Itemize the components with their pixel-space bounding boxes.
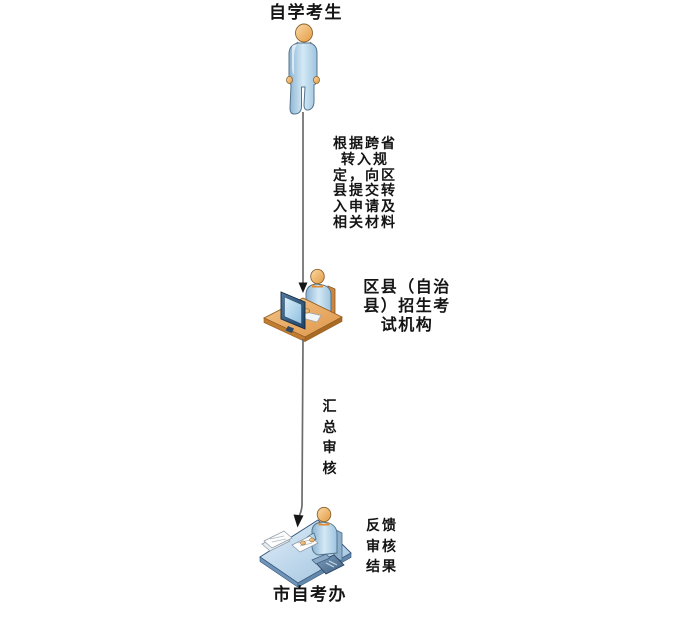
text-line: 总 xyxy=(322,420,339,436)
text-line: 试机构 xyxy=(380,317,434,334)
text-line: 转入规 xyxy=(341,152,389,168)
annotation-feedback: 反馈 审核 结果 xyxy=(365,517,399,579)
text-line: 区县（自治 xyxy=(363,279,451,296)
edge-label-review: 汇 总 审 核 xyxy=(315,398,346,480)
text-line: 核 xyxy=(322,461,339,477)
text-line: 汇 xyxy=(322,400,339,415)
text-line: 审核 xyxy=(366,539,398,555)
text-line: 结果 xyxy=(366,560,398,575)
text-line: 入申请及 xyxy=(333,200,397,216)
node-label-district: 区县（自治 县）招生考 试机构 xyxy=(358,278,456,335)
text-line: 定，向区 xyxy=(333,168,397,184)
node-label-candidate: 自学考生 xyxy=(269,3,343,22)
text-line: 县提交转 xyxy=(333,184,397,200)
standing-person-icon xyxy=(286,23,320,115)
text-line: 反馈 xyxy=(366,519,398,534)
connector-line-district-city xyxy=(298,338,304,517)
text-line: 县）招生考 xyxy=(363,298,451,315)
node-label-city: 市自考办 xyxy=(273,585,347,604)
text-line: 根据跨省 xyxy=(333,137,397,152)
edge-label-submit: 根据跨省 转入规 定，向区 县提交转 入申请及 相关材料 xyxy=(325,137,405,232)
clerk-at-service-desk-icon xyxy=(259,506,352,587)
clerk-at-computer-icon xyxy=(262,268,343,342)
text-line: 审 xyxy=(322,441,339,456)
text-line: 相关材料 xyxy=(333,215,397,231)
